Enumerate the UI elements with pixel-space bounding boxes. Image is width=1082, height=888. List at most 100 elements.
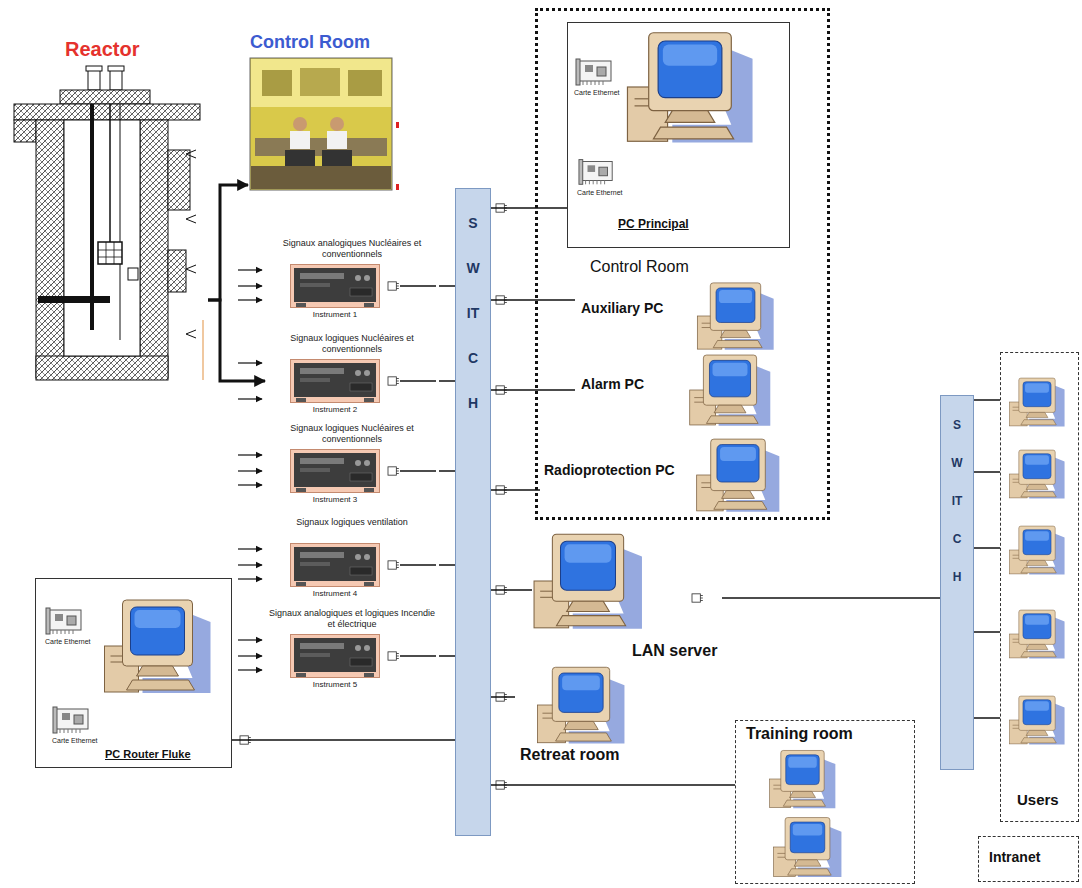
signal-arrow	[238, 398, 262, 399]
node-label: Signaux logiques Nucléaires et conventio…	[265, 333, 439, 357]
control-room-photo	[251, 59, 391, 107]
signal-arrow	[238, 269, 262, 270]
network-link	[491, 589, 532, 591]
cable	[400, 380, 436, 382]
ethernet-card-icon	[46, 608, 81, 634]
node-label: Intranet	[989, 849, 1040, 865]
node-label: Carte Ethernet	[574, 89, 620, 96]
reactor-drawing	[88, 70, 100, 90]
node-label: Signaux logiques ventilation	[265, 517, 439, 541]
network-plug	[388, 377, 399, 385]
instrument-rack: Signaux analogiques Nucléaires et conven…	[265, 238, 439, 319]
node-label: Alarm PC	[581, 376, 644, 392]
node-label: Training room	[746, 725, 853, 743]
node-label: Radioprotection PC	[544, 462, 675, 478]
control-room-photo	[255, 138, 387, 156]
control-room-photo	[290, 131, 310, 149]
reactor-drawing	[168, 250, 186, 292]
node-label: PC Router Fluke	[105, 748, 191, 760]
network-link	[491, 489, 540, 491]
pc-icon	[1009, 610, 1064, 658]
control-room-photo	[396, 122, 399, 128]
pc-icon	[534, 534, 642, 629]
pc-icon	[770, 750, 836, 808]
network-link	[974, 471, 1000, 473]
reactor-drawing	[202, 320, 204, 380]
node-label: Users	[1017, 791, 1059, 808]
network-switch: SWITCH	[455, 188, 491, 836]
control-room-photo	[300, 68, 340, 96]
reactor-drawing	[36, 120, 64, 378]
node-label: Instrument 3	[290, 495, 380, 504]
server: LAN server	[532, 530, 722, 666]
pc-icon	[105, 600, 211, 693]
control-room-photo	[293, 117, 307, 131]
reactor-drawing	[140, 120, 168, 378]
cable	[400, 564, 436, 566]
signal-arrow	[238, 669, 262, 670]
network-link	[208, 300, 265, 381]
reactor-drawing	[86, 66, 102, 71]
signal-arrow	[238, 270, 262, 670]
reactor-drawing	[110, 70, 122, 90]
pc-icon	[1009, 450, 1064, 498]
control-room-photo	[348, 70, 382, 96]
network-link	[439, 285, 455, 287]
control-room-photo	[262, 70, 292, 96]
control-room-photo	[251, 166, 391, 189]
pc-icon	[690, 355, 771, 426]
intranet-box: Intranet	[978, 836, 1079, 882]
signal-arrow	[238, 484, 262, 485]
network-link	[974, 717, 1000, 719]
signal-arrow	[238, 548, 262, 549]
training-room-group: Training room	[735, 720, 915, 884]
control-room-photo	[250, 58, 392, 190]
reactor-drawing	[14, 104, 200, 120]
network-link	[439, 564, 455, 566]
reactor-drawing	[98, 242, 122, 264]
reactor-drawing	[109, 104, 111, 242]
reactor-drawing	[186, 150, 196, 338]
control-room-photo	[327, 131, 347, 149]
users-group: Users	[1000, 352, 1079, 822]
ethernet-card-icon	[576, 59, 611, 85]
reactor-drawing	[120, 104, 121, 340]
network-link	[491, 784, 735, 786]
workstation: Radioprotection PC	[540, 436, 790, 514]
node-label: Instrument 2	[290, 405, 380, 414]
reactor-drawing	[168, 150, 190, 210]
network-plug	[388, 652, 399, 660]
instrument-rack: Signaux analogiques et logiques Incendie…	[265, 608, 439, 689]
node-label: Signaux analogiques et logiques Incendie…	[265, 608, 439, 632]
node-label: SWITCH	[951, 406, 963, 596]
cable	[400, 285, 436, 287]
node-label: Carte Ethernet	[45, 638, 91, 645]
reactor-drawing	[64, 120, 140, 356]
network-link	[439, 655, 455, 657]
reactor-drawing	[14, 120, 36, 142]
node-label: Control Room	[250, 32, 370, 53]
pc-icon	[1009, 378, 1064, 426]
reactor-drawing	[36, 356, 168, 380]
signal-arrow	[238, 454, 262, 455]
network-plug	[388, 282, 399, 290]
node-label: Control Room	[590, 258, 689, 276]
network-link	[491, 696, 515, 698]
network-link	[232, 739, 455, 741]
pc-icon	[627, 33, 752, 143]
signal-arrow	[238, 299, 262, 300]
node-label: Instrument 1	[290, 310, 380, 319]
pc-icon	[1009, 696, 1064, 744]
cable	[400, 470, 436, 472]
pc-icon	[1009, 526, 1064, 574]
node-label: Carte Ethernet	[577, 189, 623, 196]
network-link	[439, 470, 455, 472]
signal-arrow	[238, 470, 262, 471]
router-box: Carte EthernetCarte EthernetPC Router Fl…	[35, 578, 232, 768]
instrument-rack: Signaux logiques ventilationInstrument 4	[265, 517, 439, 598]
pc-icon	[774, 818, 842, 878]
network-link	[208, 185, 248, 300]
network-link	[491, 299, 575, 301]
control-room-photo	[396, 184, 399, 190]
instrument-rack-icon	[291, 265, 380, 308]
